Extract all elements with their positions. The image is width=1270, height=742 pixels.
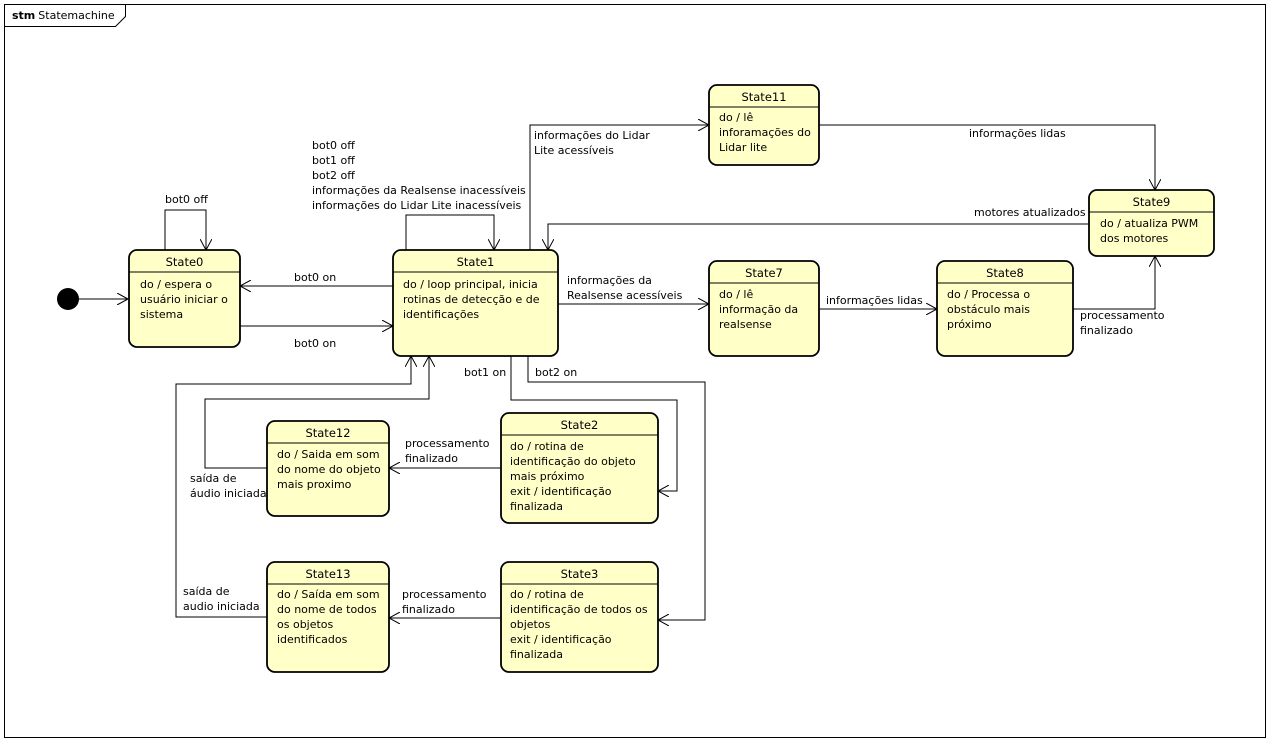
- state-2[interactable]: State2 do / rotina de identificação do o…: [500, 412, 659, 524]
- label-s8-s9: processamento finalizado: [1080, 309, 1168, 337]
- state-3-body: do / rotina de identificação de todos os…: [510, 588, 651, 661]
- label-s0-s1: bot0 on: [294, 337, 336, 350]
- state-7-name: State7: [745, 266, 783, 280]
- edges: [164, 124, 1155, 620]
- label-s7-s8: informações lidas: [826, 294, 923, 307]
- edge-labels: bot0 off bot0 off bot1 off bot2 off info…: [165, 127, 1168, 616]
- state-12-body: do / Saida em som do nome do objeto mais…: [277, 448, 384, 491]
- label-s11-s9: informações lidas: [969, 127, 1066, 140]
- edge-s9-s1[interactable]: [548, 223, 1089, 250]
- edge-s1-s11[interactable]: [529, 125, 709, 250]
- state-11-name: State11: [741, 90, 786, 104]
- state-1-body: do / loop principal, inicia rotinas de d…: [403, 278, 543, 321]
- state-8-body: do / Processa o obstáculo mais próximo: [947, 288, 1034, 331]
- label-s1-s11: informações do Lidar Lite acessíveis: [534, 129, 653, 157]
- state-12-name: State12: [305, 426, 350, 440]
- state-13[interactable]: State13 do / Saída em som do nome de tod…: [266, 561, 390, 673]
- label-s1-s2: bot1 on: [464, 366, 506, 379]
- label-s3-s13: processamento finalizado: [402, 588, 490, 616]
- label-s9-s1: motores atualizados: [974, 206, 1086, 219]
- label-s1-s3: bot2 on: [535, 366, 577, 379]
- label-s1-self: bot0 off bot1 off bot2 off informações d…: [312, 139, 529, 212]
- state-13-body: do / Saída em som do nome de todos os ob…: [277, 588, 383, 646]
- state-2-name: State2: [561, 418, 599, 432]
- edge-s1-s3[interactable]: [527, 356, 706, 620]
- label-s0-self: bot0 off: [165, 193, 208, 206]
- state-0-name: State0: [166, 255, 204, 269]
- state-11-body: do / lê inforamações do Lidar lite: [719, 111, 814, 154]
- edge-s1-self[interactable]: [405, 214, 494, 250]
- state-2-body: do / rotina de identificação do objeto m…: [510, 440, 639, 513]
- state-8[interactable]: State8 do / Processa o obstáculo mais pr…: [936, 260, 1074, 357]
- state-3[interactable]: State3 do / rotina de identificação de t…: [500, 561, 659, 673]
- state-0[interactable]: State0 do / espera o usuário iniciar o s…: [128, 249, 241, 348]
- state-9-name: State9: [1133, 195, 1171, 209]
- state-9-body: do / atualiza PWM dos motores: [1100, 217, 1202, 245]
- state-1-name: State1: [457, 255, 495, 269]
- state-9[interactable]: State9 do / atualiza PWM dos motores: [1088, 189, 1215, 257]
- edge-s12-s1[interactable]: [204, 356, 429, 469]
- frame-keyword: stm: [12, 9, 35, 22]
- state-7[interactable]: State7 do / lê informação da realsense: [708, 260, 820, 357]
- initial-state[interactable]: [57, 288, 79, 310]
- state-3-name: State3: [561, 567, 599, 581]
- state-0-body: do / espera o usuário iniciar o sistema: [140, 278, 231, 321]
- label-s2-s12: processamento finalizado: [405, 437, 493, 465]
- edge-s11-s9[interactable]: [819, 124, 1155, 190]
- state-7-body: do / lê informação da realsense: [719, 288, 802, 331]
- label-s13-s1: saída de audio iniciada: [183, 585, 260, 613]
- state-1[interactable]: State1 do / loop principal, inicia rotin…: [392, 249, 559, 357]
- state-8-name: State8: [986, 266, 1024, 280]
- state-11[interactable]: State11 do / lê inforamações do Lidar li…: [708, 84, 820, 166]
- label-s1-s7: informações da Realsense acessíveis: [567, 274, 683, 302]
- edge-s8-s9[interactable]: [1073, 256, 1155, 310]
- edge-s1-s2[interactable]: [510, 356, 678, 491]
- state-13-name: State13: [305, 567, 350, 581]
- label-s1-s0: bot0 on: [294, 271, 336, 284]
- edge-s0-self[interactable]: [164, 209, 206, 250]
- label-s12-s1: saída de áudio iniciada: [190, 472, 267, 500]
- state-12[interactable]: State12 do / Saida em som do nome do obj…: [266, 420, 390, 517]
- edge-s13-s1[interactable]: [175, 356, 411, 618]
- frame-name: Statemachine: [38, 9, 115, 22]
